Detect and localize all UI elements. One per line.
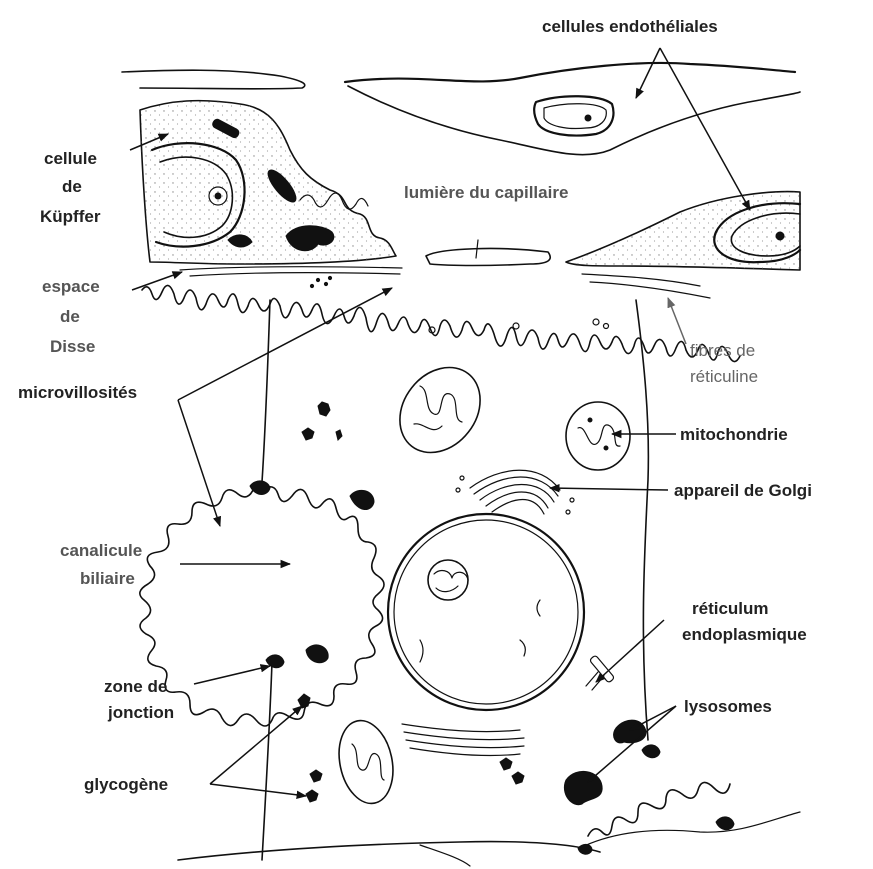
top-endothelial-cell xyxy=(345,63,800,155)
endothelial-fragment-center xyxy=(426,240,550,266)
label-lysosomes: lysosomes xyxy=(684,697,772,716)
right-endothelial-cell xyxy=(566,192,800,270)
label-reticulin-1: fibres de xyxy=(690,341,755,360)
canaliculus-fragment-right xyxy=(588,782,730,836)
label-microvilli: microvillosités xyxy=(18,383,137,402)
er-stacks xyxy=(402,655,615,756)
label-capillary-lumen: lumière du capillaire xyxy=(404,183,568,202)
label-canaliculus-1: canalicule xyxy=(60,541,142,560)
cell-membrane-left-lower xyxy=(262,662,272,860)
label-kupffer-2: de xyxy=(62,177,82,196)
mitochondrion-1 xyxy=(383,352,496,469)
label-junction-1: zone de xyxy=(104,677,167,696)
vesicles-top xyxy=(429,319,609,333)
microvilli-row xyxy=(142,285,740,361)
cell-membrane-right xyxy=(636,300,648,740)
label-disse-1: espace xyxy=(42,277,100,296)
label-er-1: réticulum xyxy=(692,599,769,618)
reticulin-fibres xyxy=(180,267,710,298)
bile-canaliculus xyxy=(140,481,384,726)
cell-membrane-bottom xyxy=(178,842,600,860)
label-er-2: endoplasmique xyxy=(682,625,807,644)
label-glycogen: glycogène xyxy=(84,775,168,794)
label-kupffer-3: Küpffer xyxy=(40,207,101,226)
label-golgi: appareil de Golgi xyxy=(674,481,812,500)
glycogen-granules xyxy=(298,402,524,802)
sinusoid-edge-left xyxy=(122,70,305,89)
label-disse-2: de xyxy=(60,307,80,326)
label-endothelial: cellules endothéliales xyxy=(542,17,718,36)
label-disse-3: Disse xyxy=(50,337,95,356)
label-mitochondria: mitochondrie xyxy=(680,425,788,444)
cell-membrane-left-upper xyxy=(262,300,270,482)
nucleus xyxy=(388,514,584,710)
label-reticulin-2: réticuline xyxy=(690,367,758,386)
mitochondrion-2 xyxy=(566,402,630,470)
label-kupffer-1: cellule xyxy=(44,149,97,168)
label-junction-2: jonction xyxy=(107,703,174,722)
mitochondrion-3 xyxy=(332,716,400,809)
golgi-apparatus xyxy=(456,470,574,514)
label-canaliculus-2: biliaire xyxy=(80,569,135,588)
